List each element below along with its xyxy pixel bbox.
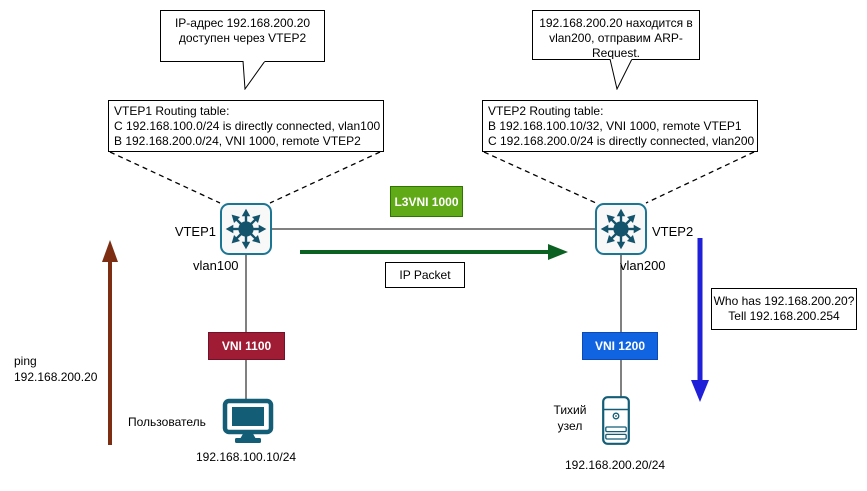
user-host-ip: 192.168.100.10/24: [196, 450, 297, 464]
routing-table-entry: B 192.168.100.10/32, VNI 1000, remote VT…: [488, 119, 742, 133]
vni1200-badge: VNI 1200: [582, 332, 658, 360]
ping-arrow: [102, 240, 118, 445]
vtep2-routing-table: VTEP2 Routing table: B 192.168.100.10/32…: [482, 100, 758, 152]
vtep1-vlan-label: vlan100: [193, 258, 239, 273]
user-host-node: [222, 398, 274, 444]
silent-host-ip: 192.168.200.20/24: [565, 458, 666, 472]
callout-text: Request.: [591, 46, 641, 60]
vtep1-routing-table: VTEP1 Routing table: C 192.168.100.0/24 …: [108, 100, 384, 152]
dashed-connector: [645, 151, 755, 204]
l3vni-badge: L3VNI 1000: [390, 186, 463, 217]
ip-packet-arrow: [300, 244, 568, 260]
silent-host-node: [602, 396, 630, 445]
arp-request-label: Who has 192.168.200.20? Tell 192.168.200…: [711, 288, 857, 330]
multilayer-switch-icon: [225, 208, 267, 250]
callout-tail: [242, 61, 266, 90]
vtep1-label: VTEP1: [174, 224, 216, 239]
silent-host-label: Тихий узел: [548, 402, 592, 434]
vtep2-vlan-label: vlan200: [620, 258, 666, 273]
dashed-connector: [269, 151, 381, 204]
callout-arp-decision: 192.168.200.20 находится в vlan200, отпр…: [532, 10, 700, 60]
routing-table-entry: C 192.168.200.0/24 is directly connected…: [488, 134, 755, 148]
server-icon: [602, 396, 630, 445]
vni1100-badge: VNI 1100: [208, 332, 285, 360]
vtep2-label: VTEP2: [652, 224, 694, 239]
callout-text: 192.168.200.20 находится в: [539, 16, 693, 30]
callout-text: доступен через VTEP2: [178, 31, 307, 45]
ip-packet-label: IP Packet: [385, 262, 465, 288]
vtep1-node: [220, 203, 272, 255]
silent-host-label-line: Тихий: [553, 403, 587, 417]
silent-host-label-line: узел: [557, 419, 583, 433]
multilayer-switch-icon: [600, 208, 642, 250]
ping-label: ping 192.168.200.20: [14, 353, 97, 385]
workstation-icon: [222, 398, 274, 443]
routing-table-entry: C 192.168.100.0/24 is directly connected…: [114, 119, 381, 133]
vtep2-node: [595, 203, 647, 255]
dashed-connector: [109, 151, 221, 204]
user-host-label: Пользователь: [128, 415, 206, 429]
routing-table-title: VTEP2 Routing table:: [488, 104, 604, 118]
ping-line: 192.168.200.20: [14, 370, 98, 384]
callout-tail: [609, 59, 633, 90]
callout-route-learned: IP-адрес 192.168.200.20 доступен через V…: [160, 10, 325, 62]
dashed-connector: [483, 151, 597, 204]
routing-table-entry: B 192.168.200.0/24, VNI 1000, remote VTE…: [114, 134, 361, 148]
routing-table-title: VTEP1 Routing table:: [114, 104, 230, 118]
callout-text: vlan200, отправим ARP-: [549, 31, 683, 45]
ping-line: ping: [14, 354, 37, 368]
callout-text: IP-адрес 192.168.200.20: [174, 16, 311, 30]
arp-request-line: Tell 192.168.200.254: [728, 309, 840, 323]
arp-arrow: [691, 238, 709, 402]
arp-request-line: Who has 192.168.200.20?: [713, 294, 855, 308]
